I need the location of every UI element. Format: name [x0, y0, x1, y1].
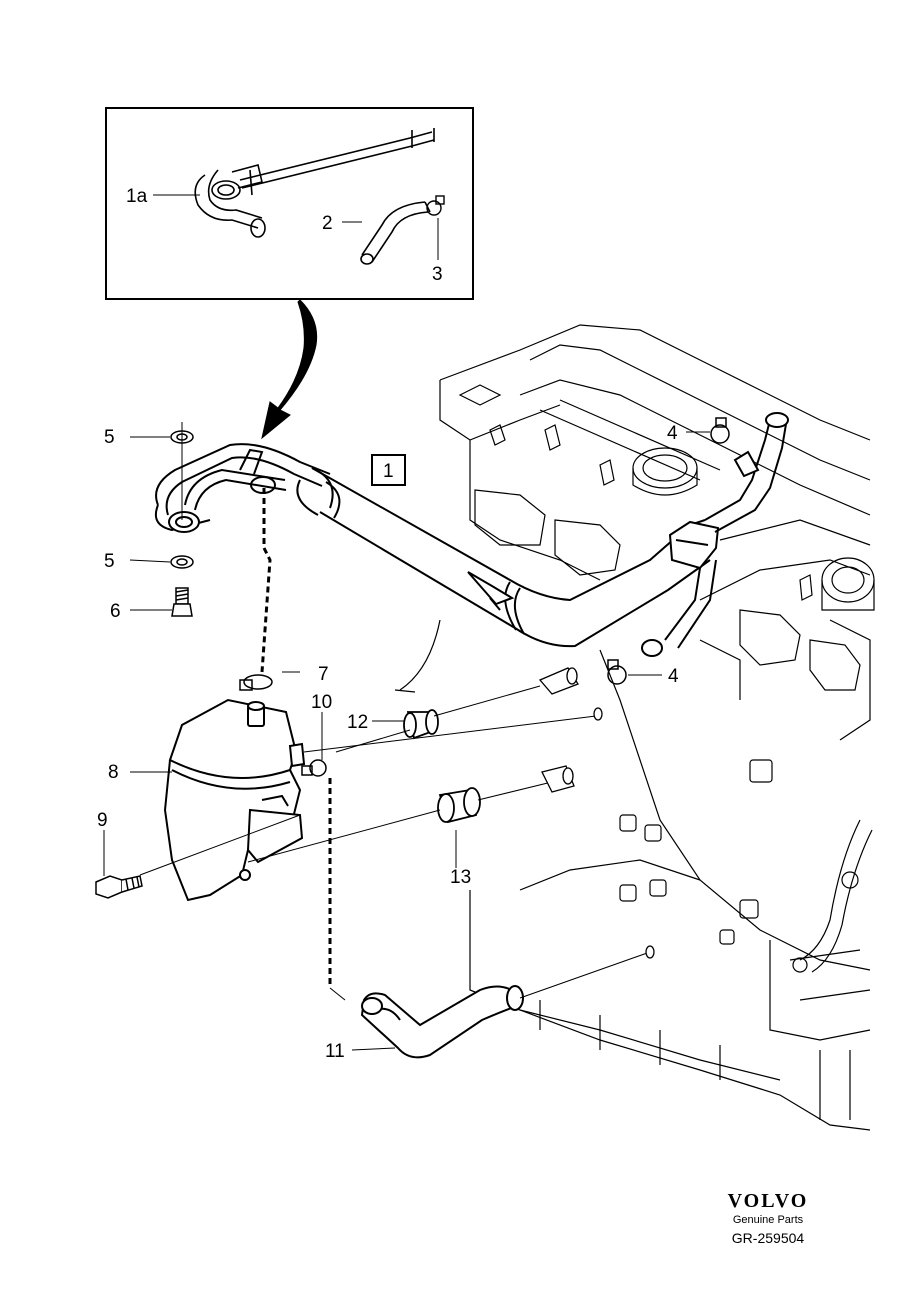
callout-9: 9 [97, 810, 108, 831]
callout-4-upper: 4 [667, 423, 678, 444]
brand-block: VOLVO Genuine Parts GR-259504 [708, 1190, 828, 1248]
callout-5-upper: 5 [104, 427, 115, 448]
part-9-bolt [95, 875, 143, 899]
engine-block [394, 324, 875, 1131]
part-1a-pipe [194, 128, 435, 238]
callout-13: 13 [450, 867, 471, 888]
reference-box-1: 1 [371, 454, 406, 486]
volvo-logo: VOLVO [727, 1190, 809, 1212]
brand-tagline: Genuine Parts [732, 1214, 804, 1226]
diagram-code: GR-259504 [731, 1230, 805, 1246]
part-10-clamp [301, 759, 327, 777]
breather-pipe [154, 412, 789, 657]
part-6-bolt [171, 587, 193, 617]
part-13-bushing [437, 787, 481, 824]
callout-6: 6 [110, 601, 121, 622]
part-11-hose [360, 985, 524, 1059]
callout-2: 2 [322, 213, 333, 234]
callout-1: 1 [383, 461, 394, 482]
callout-7: 7 [318, 664, 329, 685]
part-12-bushing [403, 709, 439, 740]
callout-12: 12 [347, 712, 368, 733]
callout-3: 3 [432, 264, 443, 285]
callout-10: 10 [311, 692, 332, 713]
part-8-oil-trap [163, 698, 306, 902]
part-5-washer-lower [170, 555, 194, 569]
part-4-clamp-lower [607, 659, 627, 685]
leader-lines [103, 431, 710, 1051]
part-3-clamp [426, 195, 445, 216]
callout-11: 11 [325, 1041, 345, 1062]
arrow-from-inset [261, 299, 318, 440]
part-7-clamp [239, 674, 273, 691]
part-4-clamp-upper [710, 417, 730, 444]
callout-8: 8 [108, 762, 119, 783]
callout-1a: 1a [126, 186, 148, 207]
inset-box: 1a 2 3 [105, 107, 474, 300]
callout-5-lower: 5 [104, 551, 115, 572]
callout-4-lower: 4 [668, 666, 679, 687]
